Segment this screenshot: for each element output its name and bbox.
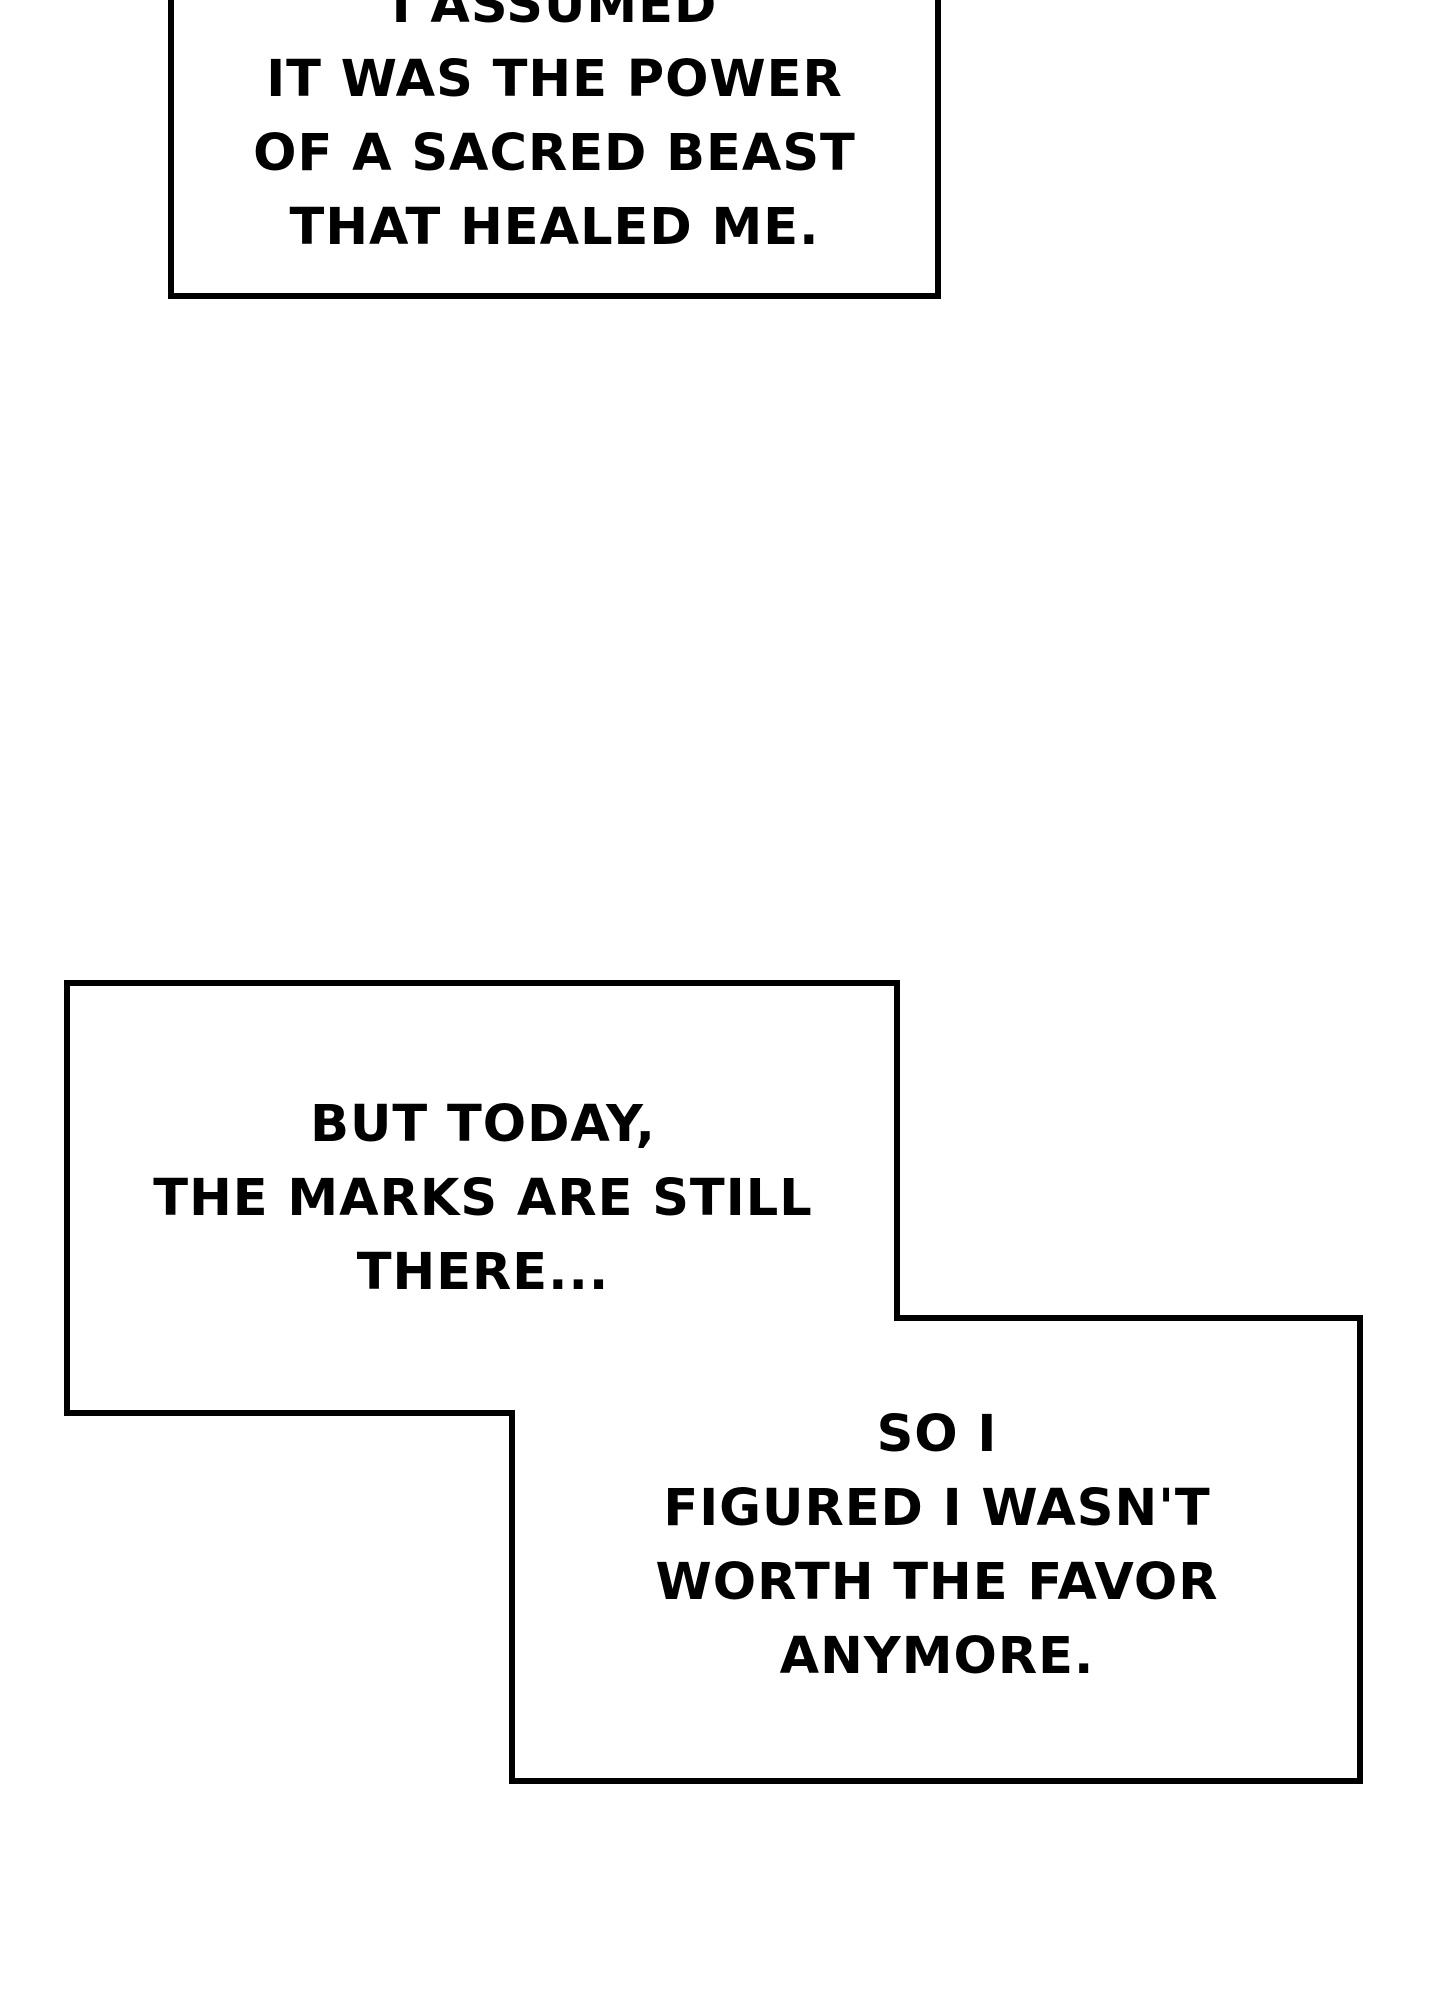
caption-3-line-1: SO I xyxy=(876,1405,998,1464)
caption-1-text: I ASSUMED IT WAS THE POWER OF A SACRED B… xyxy=(174,0,935,265)
caption-1-line-3: OF A SACRED BEAST xyxy=(253,124,856,183)
caption-2-line-3: THERE... xyxy=(356,1243,610,1302)
caption-2-line-1: BUT TODAY, xyxy=(310,1095,656,1154)
caption-3-line-2: FIGURED I WASN'T xyxy=(663,1479,1211,1538)
caption-1-line-1: I ASSUMED xyxy=(391,0,718,35)
caption-2-text: BUT TODAY, THE MARKS ARE STILL THERE... xyxy=(66,1088,900,1310)
caption-box-1: I ASSUMED IT WAS THE POWER OF A SACRED B… xyxy=(168,0,941,299)
caption-2-line-2: THE MARKS ARE STILL xyxy=(153,1169,813,1228)
caption-3-text: SO I FIGURED I WASN'T WORTH THE FAVOR AN… xyxy=(512,1398,1362,1694)
caption-3-line-4: ANYMORE. xyxy=(779,1627,1095,1686)
caption-1-line-4: THAT HEALED ME. xyxy=(289,198,820,257)
caption-1-line-2: IT WAS THE POWER xyxy=(266,50,843,109)
caption-3-line-3: WORTH THE FAVOR xyxy=(655,1553,1219,1612)
